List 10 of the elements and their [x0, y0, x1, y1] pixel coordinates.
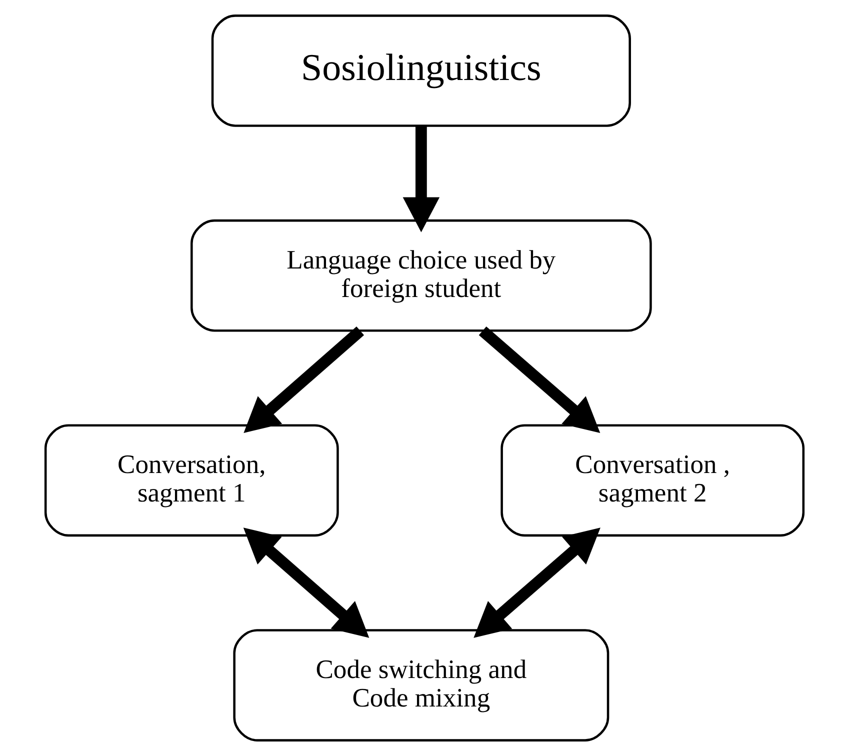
arrow [243, 528, 370, 638]
node-box: Sosiolinguistics [211, 14, 631, 127]
node-box: Code switching and Code mixing [233, 629, 610, 742]
arrow [402, 126, 440, 232]
node-box: Conversation, sagment 1 [44, 424, 339, 537]
arrow [244, 326, 364, 433]
node-box: Language choice used by foreign student [190, 219, 652, 332]
arrow [478, 326, 600, 433]
node-box: Conversation , sagment 2 [500, 424, 805, 537]
arrow [474, 528, 600, 638]
